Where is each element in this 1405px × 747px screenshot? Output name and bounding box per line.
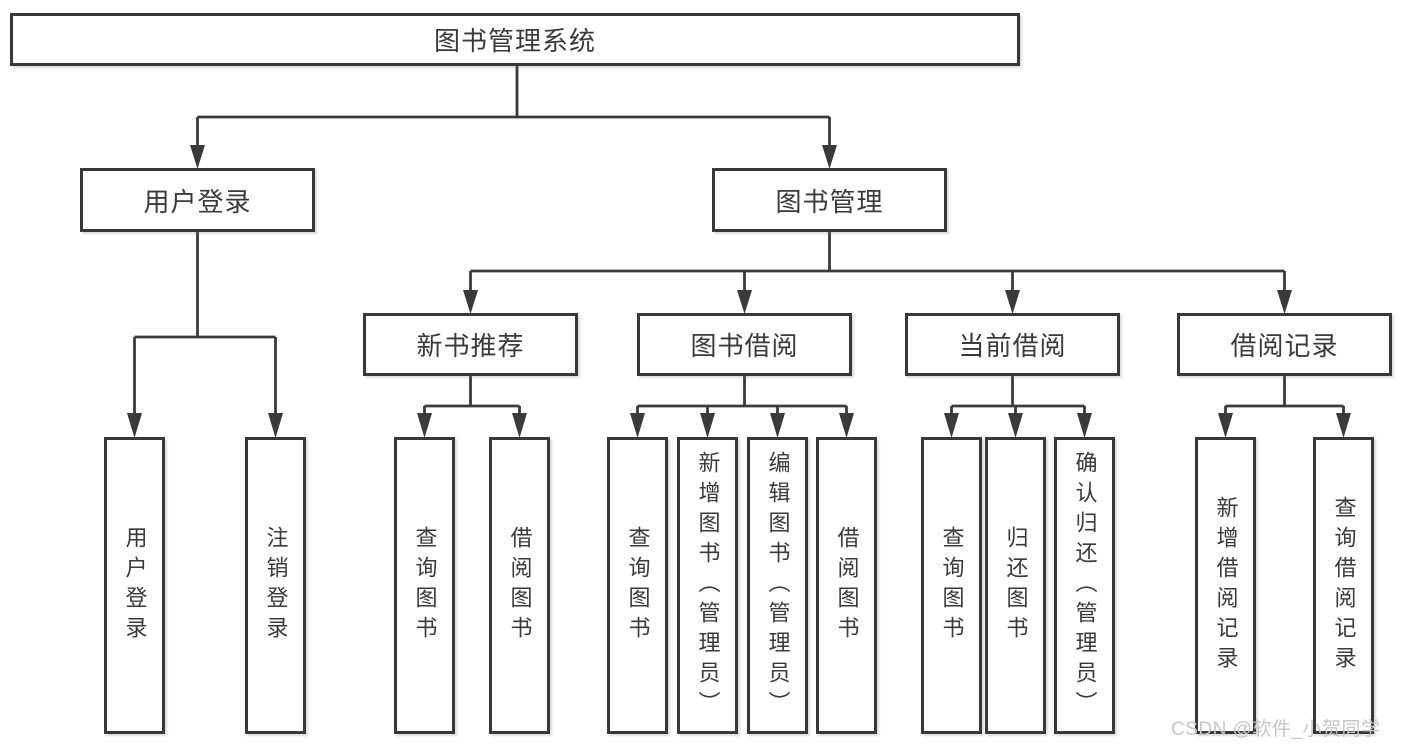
csdn-watermark: CSDN @软件_小贺同学 <box>1171 719 1381 740</box>
node-borrow-records: 借阅记录 <box>1177 313 1392 376</box>
leaf-borrow-add-book-admin: 新增图书（管理员） <box>677 437 738 734</box>
leaf-records-add-record: 新增借阅记录 <box>1195 437 1256 734</box>
leaf-borrow-query-book: 查询图书 <box>607 437 668 734</box>
leaf-logout: 注销登录 <box>245 437 306 734</box>
node-new-book-recommend: 新书推荐 <box>363 313 578 376</box>
leaf-recommend-query-book: 查询图书 <box>394 437 455 734</box>
leaf-borrow-edit-book-admin: 编辑图书（管理员） <box>747 437 808 734</box>
node-current-borrow: 当前借阅 <box>905 313 1120 376</box>
node-root-library-system: 图书管理系统 <box>10 13 1020 66</box>
leaf-records-query-record: 查询借阅记录 <box>1313 437 1374 734</box>
leaf-borrow-borrow-book: 借阅图书 <box>816 437 877 734</box>
node-book-management-branch: 图书管理 <box>712 168 947 232</box>
node-book-borrow: 图书借阅 <box>637 313 852 376</box>
leaf-user-login: 用户登录 <box>104 437 165 734</box>
leaf-current-confirm-return-admin: 确认归还（管理员） <box>1054 437 1115 734</box>
leaf-recommend-borrow-book: 借阅图书 <box>489 437 550 734</box>
node-user-login-branch: 用户登录 <box>80 168 315 232</box>
leaf-current-return-book: 归还图书 <box>985 437 1046 734</box>
leaf-current-query-book: 查询图书 <box>921 437 982 734</box>
